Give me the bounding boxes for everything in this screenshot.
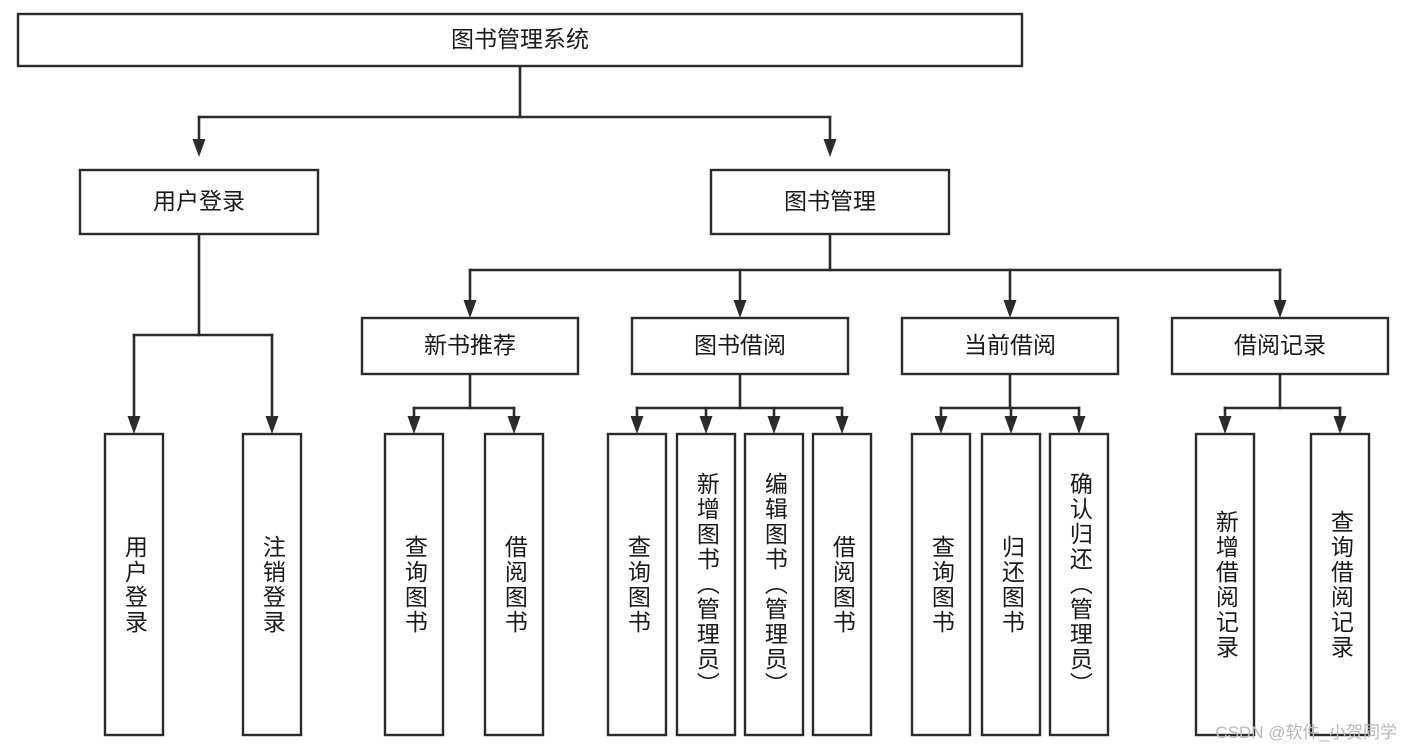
- connector-borrow-record-bus: [1218, 372, 1347, 434]
- node-box-leaf-confirm-return-admin[interactable]: [1048, 432, 1110, 737]
- box-layer: [16, 12, 1390, 737]
- csdn-watermark: CSDN @软件_小贺同学: [1215, 723, 1397, 742]
- node-box-leaf-logout-login[interactable]: [241, 432, 303, 737]
- arrow-head-icon: [934, 416, 948, 434]
- arrow-head-icon: [1003, 300, 1017, 318]
- node-box-book-management[interactable]: [709, 168, 951, 236]
- arrow-head-icon: [1273, 300, 1287, 318]
- node-box-leaf-user-login[interactable]: [103, 432, 165, 737]
- connector-root-bus: [192, 64, 837, 157]
- node-box-leaf-edit-book-admin[interactable]: [743, 432, 805, 737]
- node-box-book-borrow[interactable]: [630, 316, 850, 376]
- connector-layer: [127, 64, 1347, 434]
- arrow-head-icon: [192, 139, 206, 157]
- connector-new-book-recommend-bus: [407, 372, 521, 434]
- node-box-leaf-borrow-book-recommend[interactable]: [483, 432, 545, 737]
- node-label-book-borrow: 图书借阅: [694, 332, 786, 358]
- arrow-head-icon: [630, 416, 644, 434]
- node-box-root[interactable]: [16, 12, 1024, 68]
- node-label-user-login: 用户登录: [153, 188, 245, 214]
- node-label-borrow-record: 借阅记录: [1234, 332, 1326, 358]
- node-label-new-book-recommend: 新书推荐: [424, 332, 516, 358]
- arrow-head-icon: [767, 416, 781, 434]
- arrow-head-icon: [407, 416, 421, 434]
- node-box-leaf-add-book-admin[interactable]: [675, 432, 737, 737]
- arrow-head-icon: [265, 416, 279, 434]
- connector-book-management-bus: [463, 232, 1287, 318]
- arrow-head-icon: [1072, 416, 1086, 434]
- node-label-book-management: 图书管理: [784, 188, 876, 214]
- node-box-new-book-recommend[interactable]: [360, 316, 580, 376]
- node-box-current-borrow[interactable]: [900, 316, 1120, 376]
- node-box-leaf-query-borrow-record[interactable]: [1309, 432, 1371, 737]
- node-box-borrow-record[interactable]: [1170, 316, 1390, 376]
- node-box-user-login[interactable]: [78, 168, 320, 236]
- arrow-head-icon: [733, 300, 747, 318]
- node-box-leaf-add-borrow-record[interactable]: [1194, 432, 1256, 737]
- arrow-head-icon: [699, 416, 713, 434]
- arrow-head-icon: [1333, 416, 1347, 434]
- arrow-head-icon: [835, 416, 849, 434]
- node-box-leaf-query-book-current[interactable]: [910, 432, 972, 737]
- node-box-leaf-borrow-book[interactable]: [811, 432, 873, 737]
- arrow-head-icon: [507, 416, 521, 434]
- connector-current-borrow-bus: [934, 372, 1086, 434]
- node-label-root: 图书管理系统: [451, 26, 589, 52]
- node-box-leaf-return-book[interactable]: [980, 432, 1042, 737]
- node-label-current-borrow: 当前借阅: [964, 332, 1056, 358]
- node-box-leaf-query-book-borrow[interactable]: [606, 432, 668, 737]
- connector-user-login-bus: [127, 232, 279, 434]
- node-box-leaf-query-book-recommend[interactable]: [383, 432, 445, 737]
- arrow-head-icon: [1218, 416, 1232, 434]
- connector-book-borrow-bus: [630, 372, 849, 434]
- arrow-head-icon: [1004, 416, 1018, 434]
- arrow-head-icon: [463, 300, 477, 318]
- arrow-head-icon: [127, 416, 141, 434]
- arrow-head-icon: [823, 139, 837, 157]
